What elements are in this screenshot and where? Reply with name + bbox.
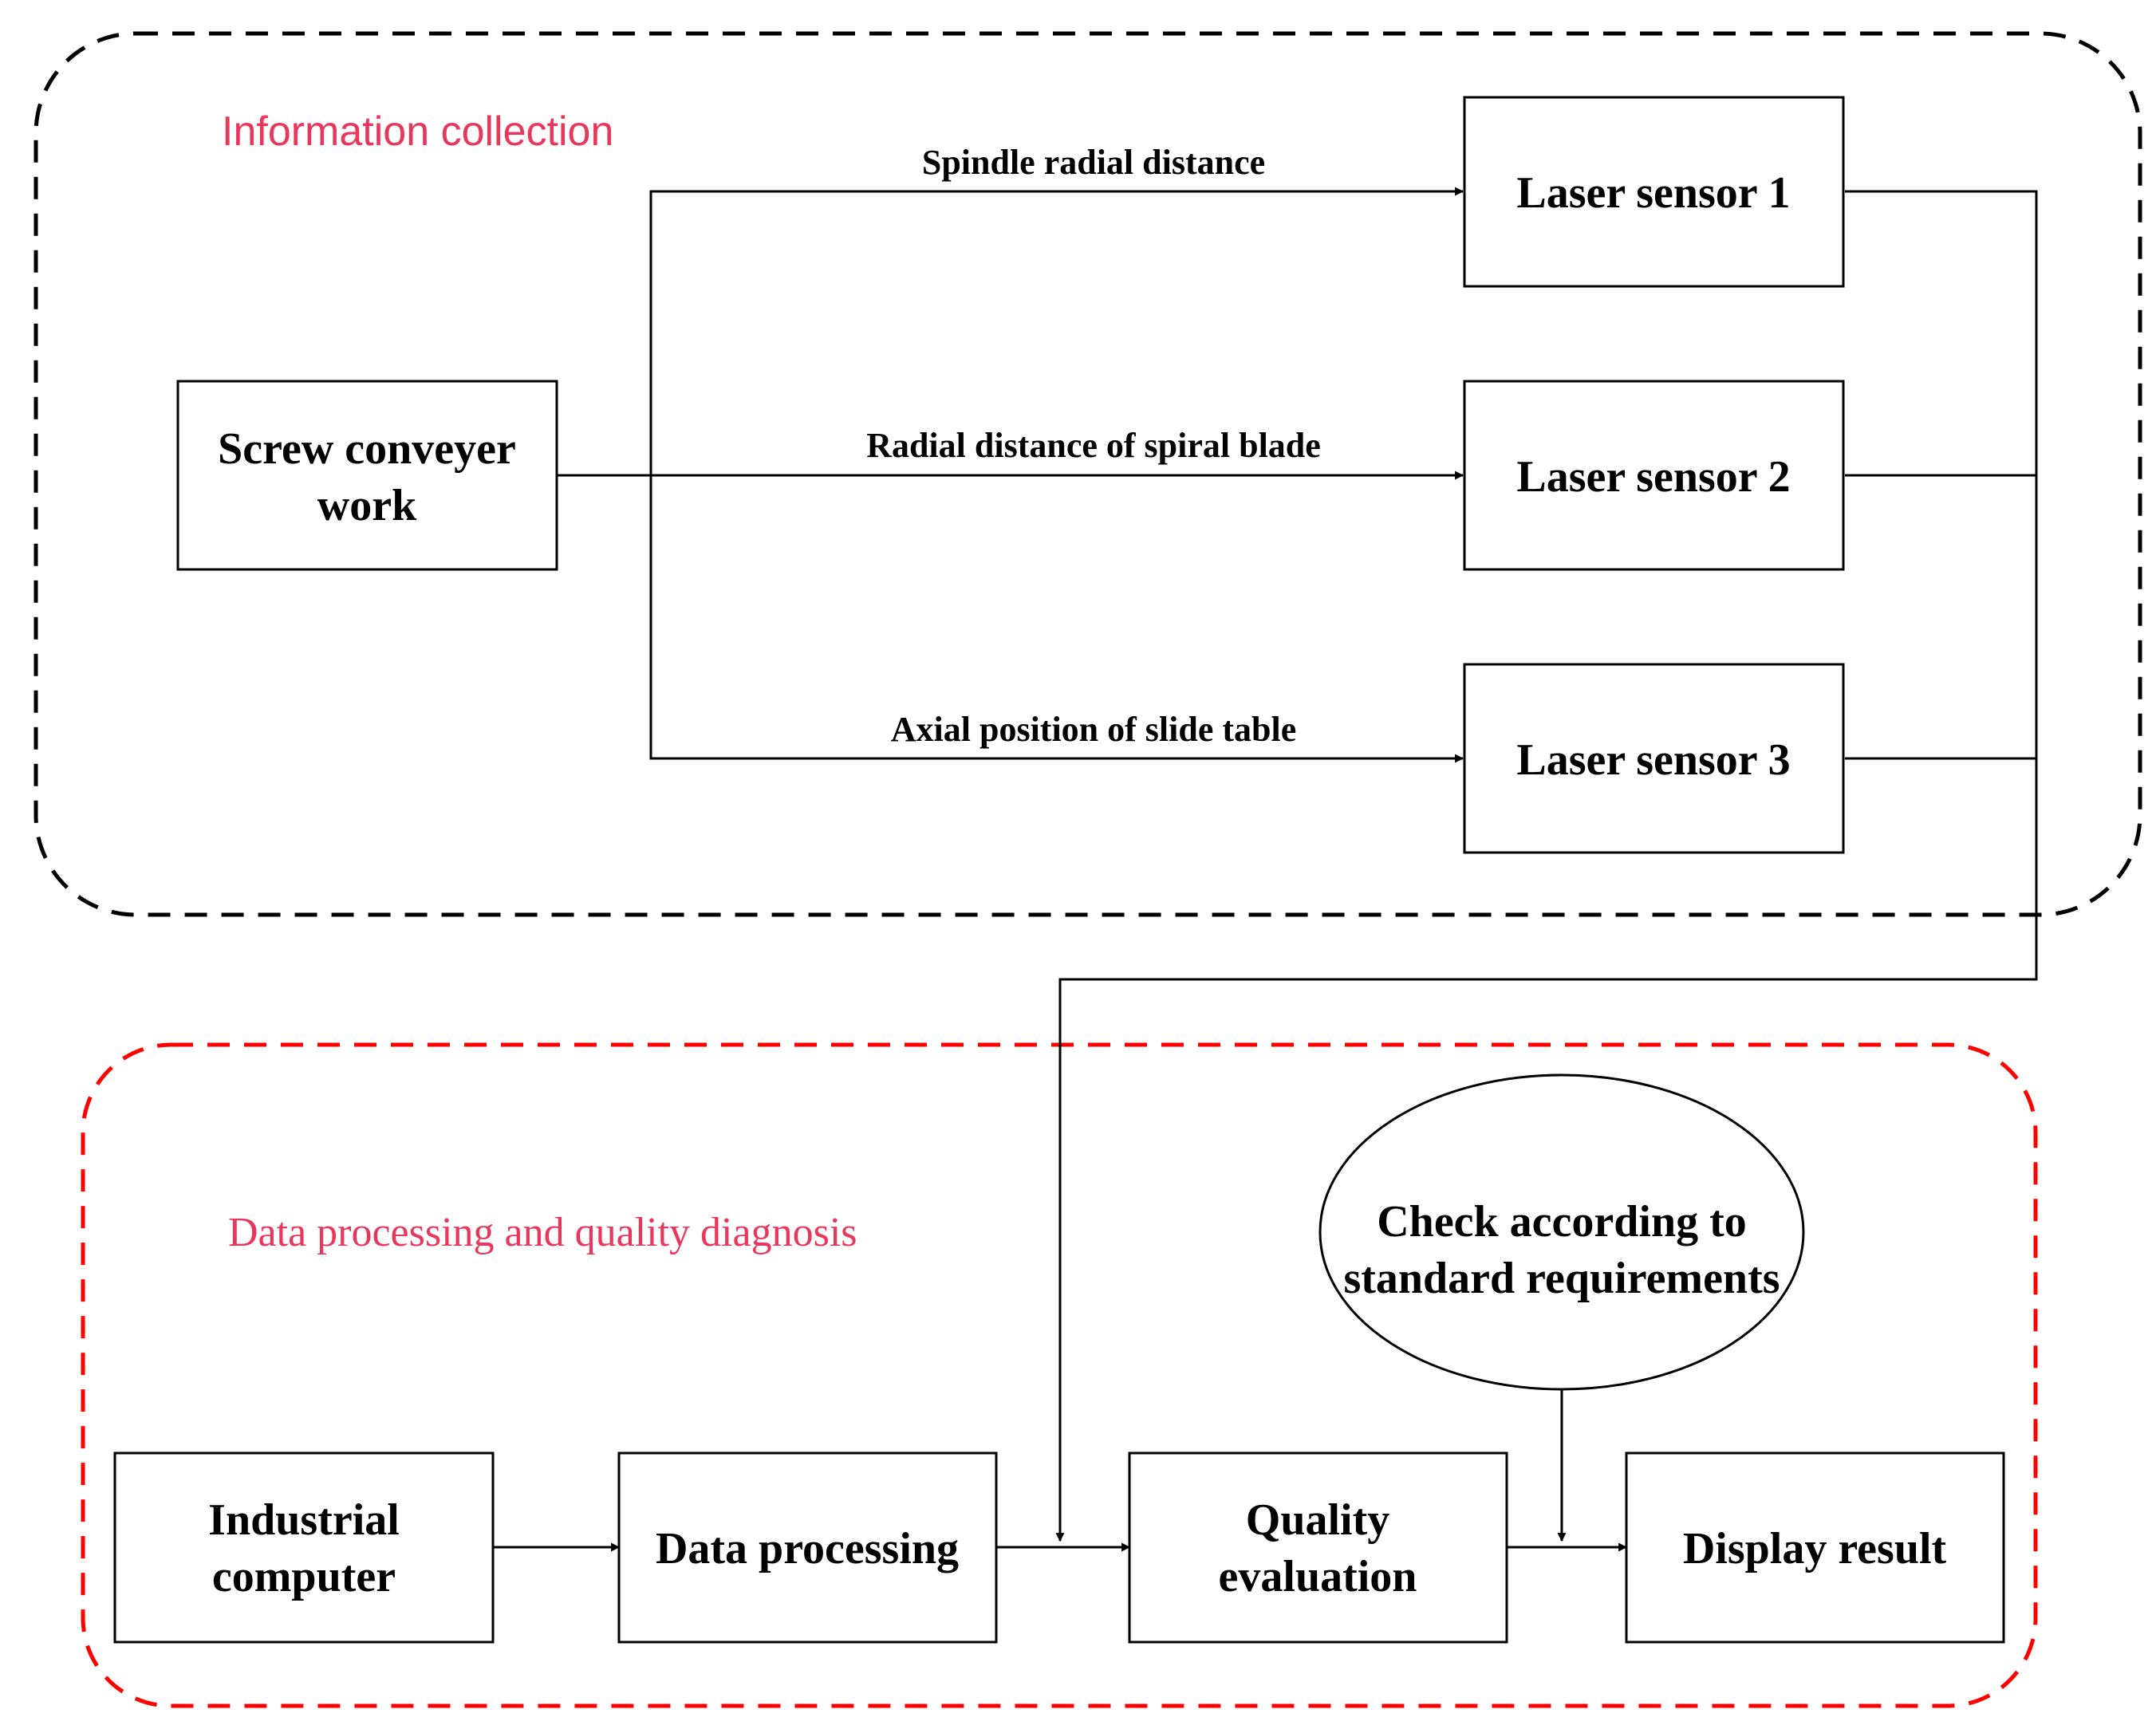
industrial-computer-node: Industrial computer [113,1451,495,1644]
information-collection-group [34,31,2142,917]
display-result-text: Display result [1683,1524,1947,1573]
spiral-blade-distance-label: Radial distance of spiral blade [866,426,1321,465]
laser-sensor-3-node: Laser sensor 3 [1463,663,1845,854]
data-processing-node: Data processing [617,1451,998,1644]
laser-sensor-3-label: Laser sensor 3 [1516,735,1790,785]
screw-conveyer-node: Screw conveyer work [176,380,558,571]
spindle-radial-distance-label: Spindle radial distance [922,143,1265,182]
slide-table-position-label: Axial position of slide table [891,710,1297,749]
standard-check-line1: Check according to [1377,1197,1747,1247]
laser-sensor-1-node: Laser sensor 1 [1463,96,1845,288]
display-result-node: Display result [1625,1451,2005,1644]
screw-conveyer-line2: work [317,481,417,530]
quality-evaluation-line1: Quality [1246,1495,1389,1545]
data-processing-label: Data processing and quality diagnosis [228,1210,857,1255]
quality-evaluation-node: Quality evaluation [1128,1451,1508,1644]
data-processing-text: Data processing [656,1524,959,1573]
laser-sensor-2-label: Laser sensor 2 [1516,452,1790,502]
industrial-computer-line2: computer [212,1552,396,1601]
information-collection-label: Information collection [222,108,613,155]
laser-sensor-1-label: Laser sensor 1 [1516,168,1790,218]
sensor-output-bus [1058,190,2038,1541]
screw-conveyer-line1: Screw conveyer [218,424,516,474]
quality-evaluation-line2: evaluation [1219,1552,1417,1601]
laser-sensor-2-node: Laser sensor 2 [1463,380,1845,571]
industrial-computer-line1: Industrial [208,1495,400,1545]
standard-check-line2: standard requirements [1343,1254,1780,1303]
standard-check-node: Check according to standard requirements [1318,1073,1805,1391]
screw-to-sensor3-connector [649,475,1464,763]
